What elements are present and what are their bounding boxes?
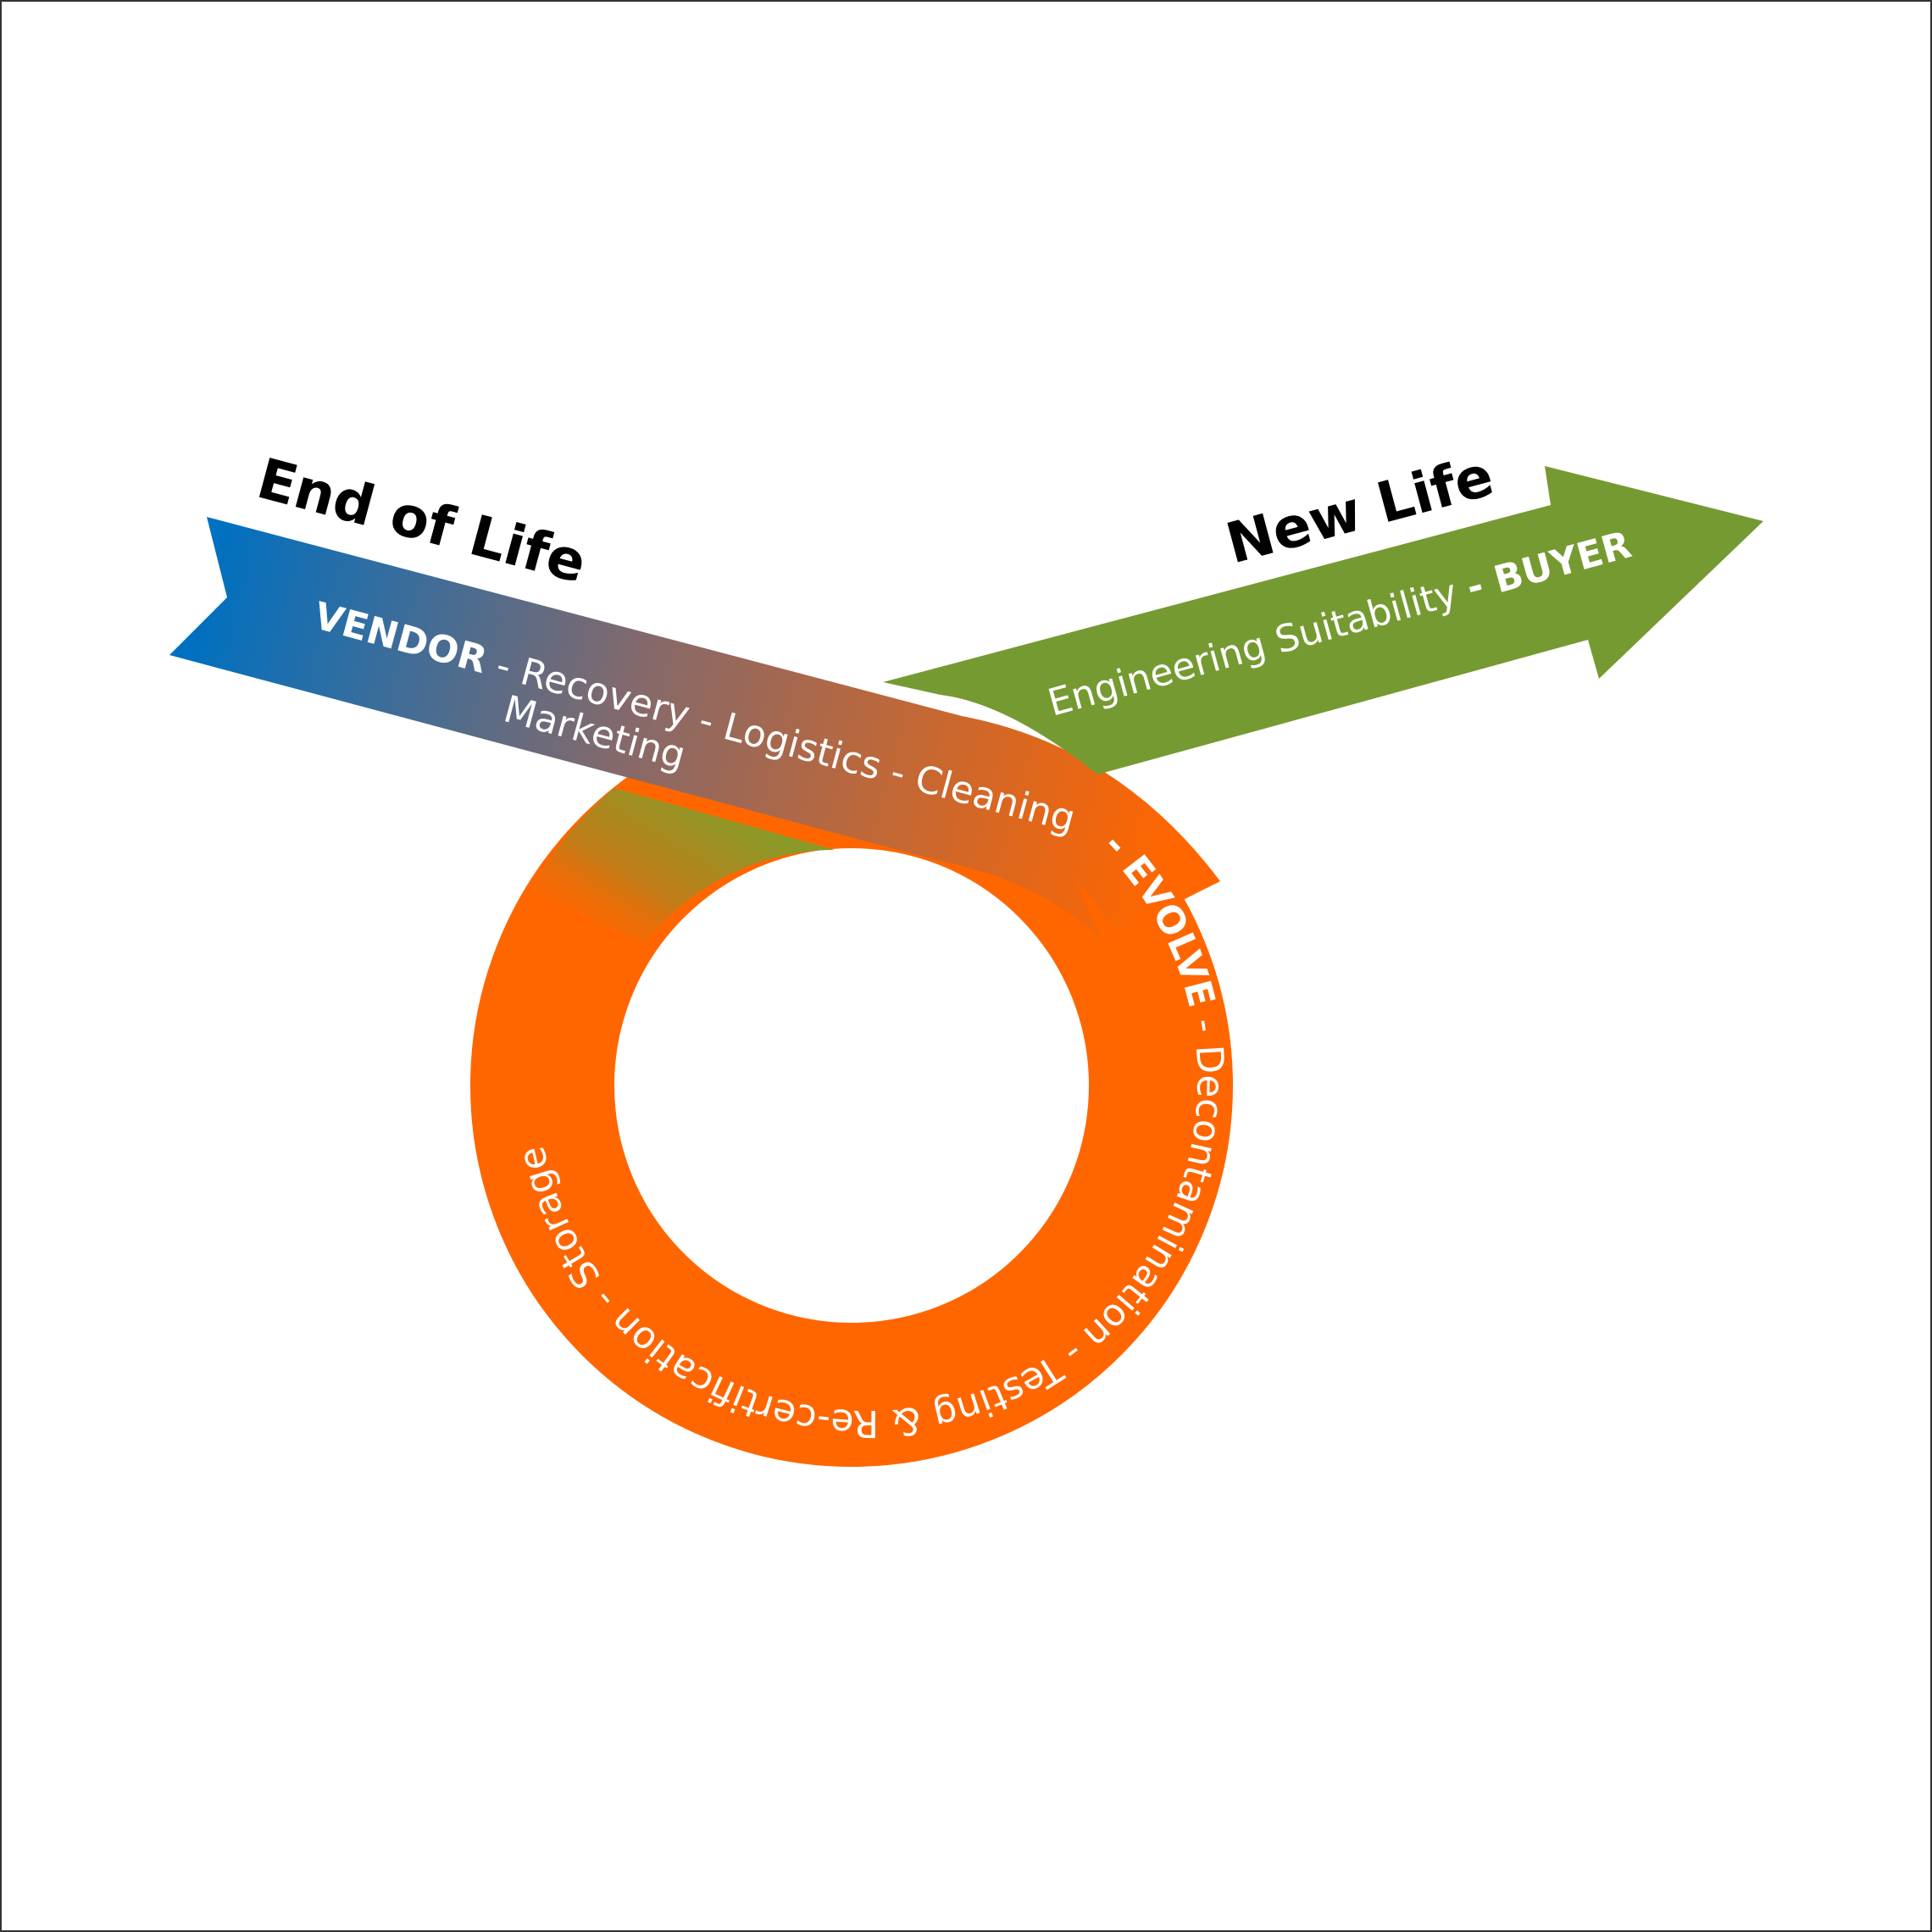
ring-overlap bbox=[1076, 881, 1233, 1085]
ring-olive-segment bbox=[530, 788, 835, 945]
new-life-arrow bbox=[883, 466, 1763, 774]
end-of-life-band bbox=[169, 517, 1220, 941]
